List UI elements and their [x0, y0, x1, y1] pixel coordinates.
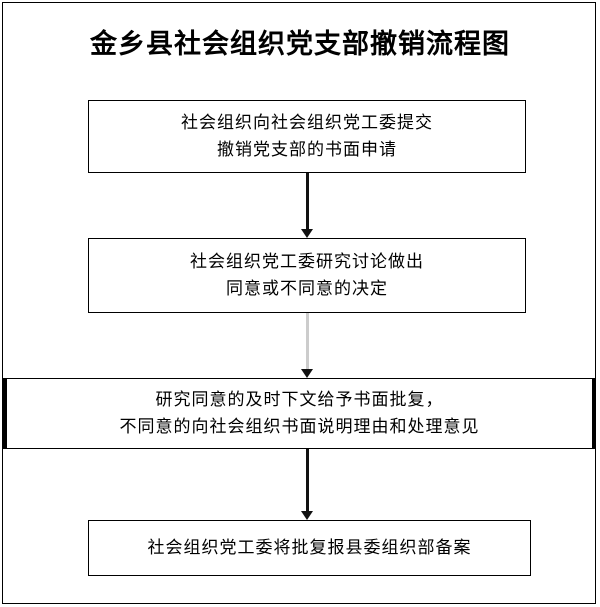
arrow-head-icon [301, 511, 313, 520]
flow-node-file-record: 社会组织党工委将批复报县委组织部备案 [88, 520, 531, 576]
page-title: 金乡县社会组织党支部撤销流程图 [90, 29, 510, 60]
flow-arrow-1 [300, 173, 314, 238]
flow-node-submit-application: 社会组织向社会组织党工委提交 撤销党支部的书面申请 [88, 100, 526, 173]
flow-node-text: 研究同意的及时下文给予书面批复， 不同意的向社会组织书面说明理由和处理意见 [119, 390, 480, 437]
flow-node-text: 社会组织向社会组织党工委提交 撤销党支部的书面申请 [181, 113, 433, 160]
flow-node-written-reply: 研究同意的及时下文给予书面批复， 不同意的向社会组织书面说明理由和处理意见 [3, 378, 595, 449]
arrow-line [306, 313, 309, 371]
flow-node-text: 社会组织党工委将批复报县委组织部备案 [147, 537, 472, 558]
flow-node-review-decision: 社会组织党工委研究讨论做出 同意或不同意的决定 [88, 238, 526, 313]
flow-arrow-3 [300, 449, 314, 520]
arrow-head-icon [301, 369, 313, 378]
flow-node-text: 社会组织党工委研究讨论做出 同意或不同意的决定 [190, 252, 424, 299]
flow-arrow-2 [300, 313, 314, 378]
arrow-head-icon [301, 229, 313, 238]
arrow-line [306, 449, 309, 513]
arrow-line [306, 173, 309, 231]
